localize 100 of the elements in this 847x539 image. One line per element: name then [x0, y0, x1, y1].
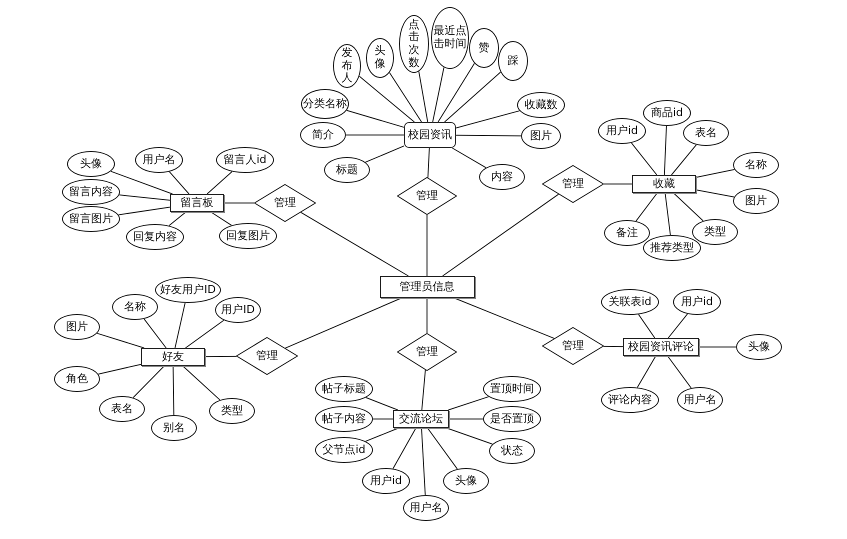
- attribute-ellipse: 最近点击时间: [431, 7, 469, 69]
- attribute-ellipse: 留言内容: [62, 179, 120, 205]
- connector-line: [365, 397, 398, 410]
- attribute-ellipse: 内容: [479, 164, 525, 190]
- connector-line: [372, 418, 394, 420]
- attribute-ellipse: 发布人: [333, 44, 361, 88]
- connector-line: [204, 356, 238, 358]
- connector-line: [668, 313, 688, 338]
- connector-line: [448, 418, 484, 420]
- attribute-ellipse: 用户id: [362, 468, 410, 494]
- connector-line: [300, 212, 409, 276]
- attribute-ellipse: 简介: [300, 122, 346, 148]
- connector-line: [444, 72, 502, 122]
- connector-line: [698, 346, 736, 348]
- connector-line: [210, 212, 232, 226]
- attribute-ellipse: 备注: [604, 220, 650, 246]
- connector-line: [636, 356, 656, 388]
- connector-line: [456, 110, 520, 128]
- connector-line: [174, 302, 186, 348]
- connector-line: [224, 202, 254, 204]
- connector-line: [421, 428, 426, 496]
- connector-line: [358, 76, 415, 122]
- connector-line: [667, 356, 692, 388]
- connector-line: [630, 142, 658, 176]
- connector-line: [346, 134, 404, 136]
- attribute-ellipse: 类型: [692, 219, 738, 245]
- connector-line: [456, 134, 522, 136]
- attribute-ellipse: 用户名: [403, 495, 449, 521]
- attribute-ellipse: 留言图片: [62, 206, 120, 232]
- connector-line: [182, 366, 220, 400]
- attribute-ellipse: 好友用户ID: [155, 277, 221, 303]
- attribute-ellipse: 图片: [54, 314, 100, 340]
- connector-line: [418, 70, 428, 122]
- attribute-ellipse: 用户ID: [215, 297, 261, 323]
- connector-line: [696, 168, 735, 178]
- attribute-ellipse: 点击次数: [399, 15, 429, 73]
- attribute-ellipse: 回复图片: [219, 223, 277, 249]
- connector-line: [284, 298, 402, 349]
- attribute-ellipse: 名称: [733, 152, 779, 178]
- attribute-ellipse: 头像: [736, 334, 782, 360]
- entity-box: 校园资讯: [404, 122, 456, 148]
- attribute-ellipse: 分类名称: [301, 89, 349, 119]
- connector-line: [110, 170, 174, 194]
- connector-line: [454, 298, 555, 339]
- relationship-diamond: 管理: [397, 333, 457, 371]
- relationship-diamond: 管理: [397, 177, 457, 215]
- attribute-ellipse: 帖子标题: [315, 376, 373, 402]
- connector-line: [426, 214, 428, 276]
- connector-line: [427, 148, 430, 178]
- attribute-ellipse: 类型: [209, 398, 255, 424]
- attribute-ellipse: 踩: [498, 41, 528, 81]
- attribute-ellipse: 表名: [683, 120, 729, 146]
- attribute-ellipse: 评论内容: [601, 387, 659, 413]
- entity-box: 交流论坛: [393, 410, 449, 428]
- connector-line: [98, 364, 142, 375]
- connector-line: [427, 428, 458, 470]
- entity-box: 好友: [141, 348, 205, 366]
- connector-line: [184, 320, 224, 348]
- entity-box: 留言板: [170, 194, 224, 212]
- attribute-ellipse: 标题: [324, 157, 370, 183]
- connector-line: [670, 144, 697, 176]
- relationship-diamond: 管理: [542, 165, 604, 203]
- attribute-ellipse: 角色: [54, 366, 100, 392]
- connector-line: [392, 428, 416, 470]
- connector-line: [438, 62, 475, 122]
- connector-line: [602, 346, 624, 348]
- attribute-ellipse: 头像: [366, 38, 394, 78]
- attribute-ellipse: 用户名: [677, 387, 723, 413]
- attribute-ellipse: 用户名: [135, 147, 183, 173]
- entity-box: 校园资讯评论: [623, 338, 699, 356]
- connector-line: [389, 72, 422, 122]
- attribute-ellipse: 用户id: [598, 118, 646, 144]
- connector-line: [118, 206, 170, 216]
- attribute-ellipse: 用户id: [673, 289, 721, 315]
- attribute-ellipse: 图片: [521, 123, 561, 149]
- connector-line: [346, 110, 404, 128]
- connector-line: [168, 212, 186, 226]
- entity-box: 管理员信息: [380, 276, 474, 298]
- attribute-ellipse: 状态: [489, 438, 535, 464]
- connector-line: [442, 194, 560, 276]
- attribute-ellipse: 图片: [733, 188, 779, 214]
- connector-line: [206, 171, 233, 194]
- attribute-ellipse: 回复内容: [126, 224, 184, 250]
- connector-line: [446, 428, 493, 445]
- connector-line: [118, 194, 170, 201]
- attribute-ellipse: 帖子内容: [315, 406, 373, 432]
- connector-line: [172, 366, 174, 416]
- connector-line: [364, 145, 404, 163]
- attribute-ellipse: 表名: [99, 396, 145, 422]
- connector-line: [426, 298, 428, 334]
- connector-line: [673, 192, 704, 222]
- attribute-ellipse: 关联表id: [601, 289, 659, 315]
- connector-line: [132, 366, 165, 398]
- connector-line: [432, 66, 444, 122]
- attribute-ellipse: 是否置顶: [483, 406, 541, 432]
- connector-line: [664, 192, 671, 236]
- entity-box: 收藏: [632, 175, 696, 193]
- relationship-diamond: 管理: [542, 327, 604, 365]
- relationship-diamond: 管理: [254, 184, 316, 222]
- attribute-ellipse: 父节点id: [315, 437, 373, 463]
